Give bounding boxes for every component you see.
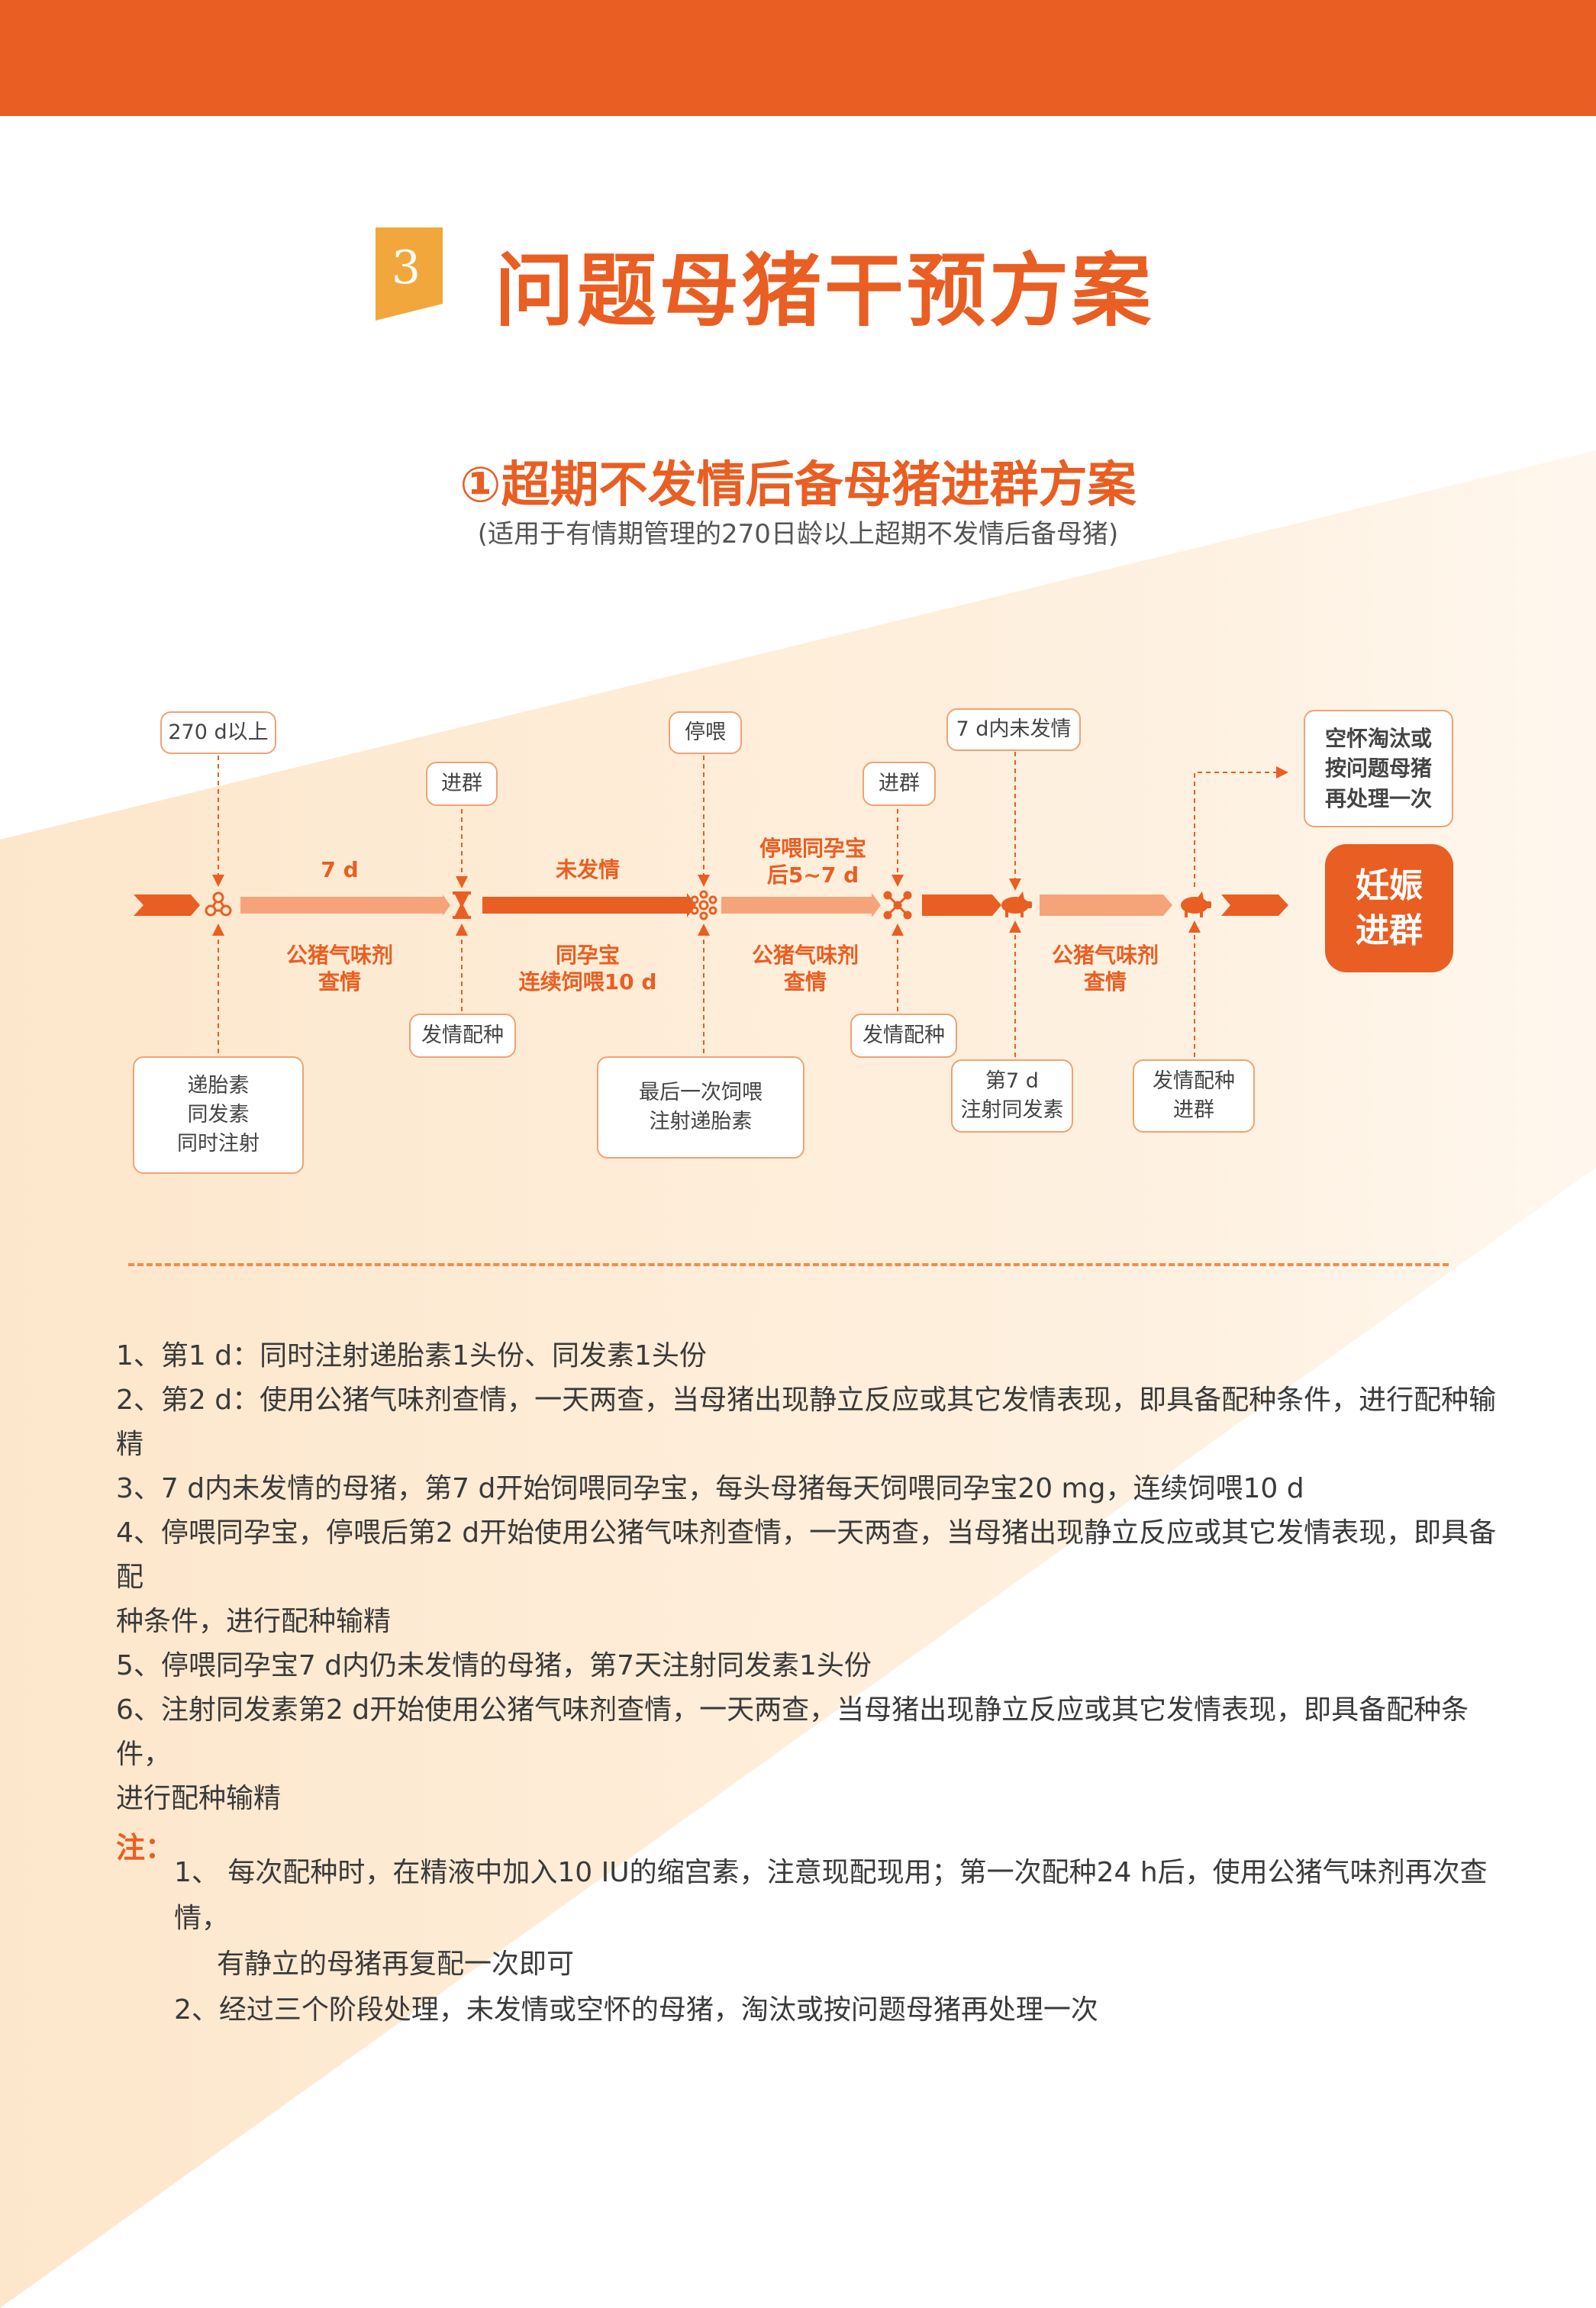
hourglass-icon (453, 891, 471, 919)
box-breeding-2: 发情配种 (850, 1014, 957, 1058)
section-number: 3 (391, 241, 421, 295)
box-270d: 270 d以上 (160, 711, 276, 754)
procedure-steps: 1、第1 d：同时注射递胎素1头份、同发素1头份 2、第2 d：使用公猪气味剂查… (116, 1334, 1513, 1821)
notes-list: 1、 每次配种时，在精液中加入10 IU的缩宫素，注意现配现用；第一次配种24 … (174, 1850, 1517, 2033)
note-line: 有静立的母猪再复配一次即可 (217, 1949, 575, 1980)
notes-heading: 注： (116, 1831, 175, 1865)
box-cull-or-retreat: 空怀淘汰或 按问题母猪 再处理一次 (1304, 710, 1453, 827)
label-stop-feeding-5-7d: 停喂同孕宝 后5~7 d (759, 836, 866, 888)
pig-icon (1181, 891, 1211, 917)
box-day7-injection: 第7 d 注射同发素 (951, 1059, 1073, 1133)
step-line: 3、7 d内未发情的母猪，第7 d开始饲喂同孕宝，每头母猪每天饲喂同孕宝20 m… (116, 1473, 1304, 1504)
step-line: 2、第2 d：使用公猪气味剂查情，一天两查，当母猪出现静立反应或其它发情表现，即… (116, 1384, 1497, 1460)
box-7d-no-estrus: 7 d内未发情 (946, 708, 1081, 751)
subsection-title: ①超期不发情后备母猪进群方案 (459, 457, 1137, 514)
molecule-icon (690, 890, 717, 920)
label-7d: 7 d (321, 857, 359, 882)
label-no-estrus: 未发情 (555, 857, 620, 882)
box-last-feeding-injection: 最后一次饲喂 注射递胎素 (597, 1056, 804, 1159)
step-line: 6、注射同发素第2 d开始使用公猪气味剂查情，一天两查，当母猪出现静立反应或其它… (116, 1694, 1469, 1770)
step-line: 4、停喂同孕宝，停喂后第2 d开始使用公猪气味剂查情，一天两查，当母猪出现静立反… (116, 1517, 1497, 1593)
network-icon (883, 891, 912, 920)
connector-arrows (212, 752, 1288, 1057)
note-line: 2、经过三个阶段处理，未发情或空怀的母猪，淘汰或按问题母猪再处理一次 (174, 1994, 1098, 2026)
timeline-bar (134, 893, 1288, 917)
box-breeding-1: 发情配种 (409, 1014, 516, 1058)
subsection-note: (适用于有情期管理的270日龄以上超期不发情后备母猪) (477, 519, 1119, 550)
step-line: 5、停喂同孕宝7 d内仍未发情的母猪，第7天注射同发素1头份 (116, 1650, 872, 1681)
box-injection-1: 递胎素 同发素 同时注射 (133, 1056, 304, 1174)
label-tongyunbao-10d: 同孕宝 连续饲喂10 d (518, 943, 657, 994)
label-boar-scent-2: 公猪气味剂 查情 (751, 943, 859, 994)
pig-icon (1001, 891, 1032, 917)
step-line: 1、第1 d：同时注射递胎素1头份、同发素1头份 (116, 1340, 707, 1372)
molecule-icon (205, 891, 232, 917)
section-number-badge (376, 227, 443, 321)
dashed-divider (128, 1263, 1449, 1266)
step-line: 种条件，进行配种输精 (116, 1606, 392, 1637)
pregnant-join-herd-badge: 妊娠 进群 (1325, 844, 1453, 972)
step-line: 进行配种输精 (116, 1783, 282, 1814)
label-boar-scent-1: 公猪气味剂 查情 (285, 943, 393, 994)
box-breeding-join: 发情配种 进群 (1133, 1059, 1255, 1133)
label-boar-scent-3: 公猪气味剂 查情 (1051, 943, 1159, 994)
box-join-herd-2: 进群 (862, 762, 936, 806)
top-banner (0, 0, 1596, 116)
section-title: 问题母猪干预方案 (495, 244, 1155, 337)
note-line: 1、 每次配种时，在精液中加入10 IU的缩宫素，注意现配现用；第一次配种24 … (174, 1857, 1488, 1934)
box-stop-feeding: 停喂 (669, 711, 742, 754)
box-join-herd-1: 进群 (426, 762, 498, 806)
